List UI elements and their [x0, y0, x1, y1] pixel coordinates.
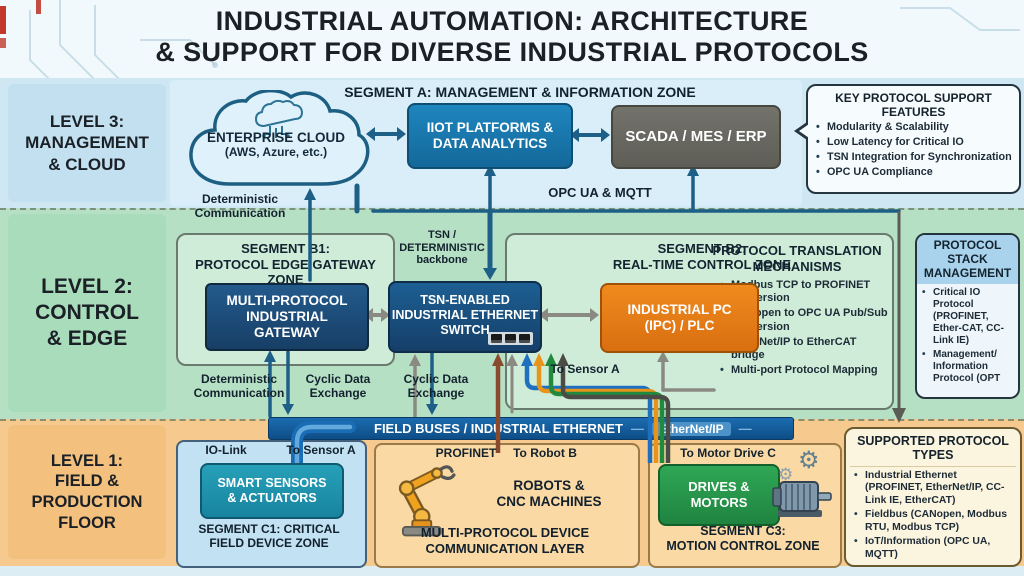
- tsn-switch-box: TSN-ENABLED INDUSTRIAL ETHERNET SWITCH: [388, 281, 542, 353]
- cloud-shape: [189, 90, 370, 186]
- segment-c3-footer: SEGMENT C3: MOTION CONTROL ZONE: [666, 524, 820, 553]
- cloud-icon: [254, 99, 304, 138]
- level1-label: LEVEL 1: FIELD & PRODUCTION FLOOR: [8, 425, 166, 559]
- gear-icon: ⚙ ⚙: [778, 446, 820, 485]
- robots-cnc-label: ROBOTS & CNC MACHINES: [496, 478, 602, 510]
- stack-item: Critical IO Protocol (PROFINET, Ether-CA…: [922, 287, 1015, 347]
- stack-item: Management/ Information Protocol (OPT: [922, 349, 1015, 385]
- io-link-label: IO-Link: [205, 443, 247, 457]
- cloud-subtitle: (AWS, Azure, etc.): [224, 145, 328, 159]
- key-feature-item: Modularity & Scalability: [816, 121, 1013, 134]
- to-motor-drive-c-label: To Motor Drive C: [680, 446, 776, 460]
- iiot-platforms-box: IIOT PLATFORMS & DATA ANALYTICS: [407, 103, 573, 169]
- port-icon: [491, 334, 502, 343]
- page-title: INDUSTRIAL AUTOMATION: ARCHITECTURE & SU…: [0, 6, 1024, 68]
- key-features-title: KEY PROTOCOL SUPPORT FEATURES: [835, 91, 992, 119]
- title-line2: & SUPPORT FOR DIVERSE INDUSTRIAL PROTOCO…: [155, 37, 869, 68]
- segment-c1-footer: SEGMENT C1: CRITICAL FIELD DEVICE ZONE: [198, 522, 340, 551]
- key-feature-item: Low Latency for Critical IO: [816, 136, 1013, 149]
- opc-ua-mqtt-label: OPC UA & MQTT: [548, 185, 652, 200]
- supported-item-lead: Industrial Ethernet: [865, 469, 957, 481]
- ethernet-ports-icon: [488, 332, 533, 345]
- scada-mes-erp-box: SCADA / MES / ERP: [611, 105, 781, 169]
- panel-tail: [915, 293, 916, 311]
- supported-item: IoT/Information (OPC UA, MQTT): [854, 536, 1014, 561]
- svg-text:⚙: ⚙: [778, 465, 793, 485]
- key-feature-item: TSN Integration for Synchronization: [816, 151, 1013, 164]
- level2-label: LEVEL 2: CONTROL & EDGE: [8, 214, 166, 412]
- ethernet-ip-label: EtherNet/IP: [651, 421, 731, 436]
- profinet-label: PROFINET: [435, 446, 497, 460]
- to-sensor-a-label: To Sensor A: [286, 443, 356, 457]
- deterministic-comm-mid-label: Deterministic Communication: [193, 372, 285, 400]
- motor-icon: ⚙ ⚙: [772, 446, 832, 517]
- protocol-stack-title: PROTOCOL STACK MANAGEMENT: [917, 235, 1018, 285]
- key-features-list: Modularity & Scalability Low Latency for…: [816, 121, 1013, 179]
- bus-dash: —: [738, 421, 752, 436]
- segment-a-header: SEGMENT A: MANAGEMENT & INFORMATION ZONE: [344, 84, 696, 100]
- field-bus-bar: FIELD BUSES / INDUSTRIAL ETHERNET — Ethe…: [268, 417, 794, 440]
- panel-tail: [917, 293, 921, 311]
- port-icon: [505, 334, 516, 343]
- stack-item-rest: (OPT: [973, 373, 1001, 385]
- protocol-stack-list: Critical IO Protocol (PROFINET, Ether-CA…: [922, 287, 1015, 385]
- supported-protocols-title: SUPPORTED PROTOCOL TYPES: [850, 434, 1016, 467]
- translation-item: Multi-port Protocol Mapping: [720, 364, 892, 377]
- cyclic-data-label-2: Cyclic Data Exchange: [403, 372, 469, 400]
- robot-arm-icon: [398, 465, 456, 537]
- cyclic-data-label-1: Cyclic Data Exchange: [305, 372, 371, 400]
- bottom-strip: [0, 566, 1024, 576]
- panel-tail: [799, 122, 812, 140]
- segment-c2-footer: MULTI-PROTOCOL DEVICE COMMUNICATION LAYE…: [420, 525, 590, 556]
- tsn-switch-label: TSN-ENABLED INDUSTRIAL ETHERNET SWITCH: [391, 292, 539, 337]
- tsn-backbone-label: TSN / DETERMINISTIC backbone: [399, 229, 485, 267]
- smart-sensors-box: SMART SENSORS & ACTUATORS: [200, 463, 344, 519]
- supported-item-lead: Fieldbus: [865, 509, 908, 521]
- bus-dash: —: [630, 421, 644, 436]
- supported-protocols-list: Industrial Ethernet (PROFINET, EtherNet/…: [854, 470, 1014, 561]
- to-robot-b-label: To Robot B: [513, 446, 577, 460]
- segment-b1-header: SEGMENT B1: PROTOCOL EDGE GATEWAY ZONE: [195, 241, 376, 288]
- enterprise-cloud: ENTERPRISE CLOUD (AWS, Azure, etc.): [182, 90, 370, 190]
- supported-item: Industrial Ethernet (PROFINET, EtherNet/…: [854, 470, 1014, 507]
- industrial-pc-plc-box: INDUSTRIAL PC (IPC) / PLC: [600, 283, 759, 353]
- level3-label: LEVEL 3: MANAGEMENT & CLOUD: [8, 84, 166, 202]
- deterministic-comm-top-label: Deterministic Communication: [194, 192, 286, 220]
- supported-item-rest: (OPC UA, MQTT): [865, 536, 991, 560]
- field-bus-label: FIELD BUSES / INDUSTRIAL ETHERNET: [374, 421, 623, 436]
- key-feature-item: OPC UA Compliance: [816, 166, 1013, 179]
- supported-item-rest: (CANopen, Modbus RTU, Modbus TCP): [865, 509, 1008, 533]
- cloud-title: ENTERPRISE CLOUD: [206, 130, 345, 145]
- supported-item-lead: IoT/Information: [865, 536, 941, 548]
- multi-protocol-gateway-box: MULTI-PROTOCOL INDUSTRIAL GATEWAY: [205, 283, 369, 351]
- cloud-text: ENTERPRISE CLOUD (AWS, Azure, etc.): [182, 130, 370, 159]
- to-sensor-a-mid-label: To Sensor A: [550, 362, 620, 376]
- port-icon: [519, 334, 530, 343]
- stack-item-lead: Critical IO Protocol: [933, 287, 981, 311]
- title-line1: INDUSTRIAL AUTOMATION: ARCHITECTURE: [215, 6, 809, 36]
- svg-text:⚙: ⚙: [798, 446, 820, 474]
- supported-protocols-panel: SUPPORTED PROTOCOL TYPES Industrial Ethe…: [844, 427, 1022, 567]
- translation-title: PROTOCOL TRANSLATION MECHANISMS: [712, 243, 882, 274]
- stack-item-rest: (PROFINET, Ether-CAT, CC-Link IE): [933, 311, 1004, 347]
- supported-item: Fieldbus (CANopen, Modbus RTU, Modbus TC…: [854, 509, 1014, 534]
- segment-b2-header: SEGMENT B2: REAL-TIME CONTROL ZONE: [612, 241, 792, 272]
- supported-item-rest: (PROFINET, EtherNet/IP, CC-Link IE, Ethe…: [865, 482, 1005, 506]
- protocol-stack-panel: PROTOCOL STACK MANAGEMENT Critical IO Pr…: [915, 233, 1020, 399]
- key-features-panel: KEY PROTOCOL SUPPORT FEATURES Modularity…: [794, 84, 1021, 194]
- stack-item-lead: Management/ Information Protocol: [933, 349, 997, 385]
- drives-motors-box: DRIVES & MOTORS: [658, 464, 780, 526]
